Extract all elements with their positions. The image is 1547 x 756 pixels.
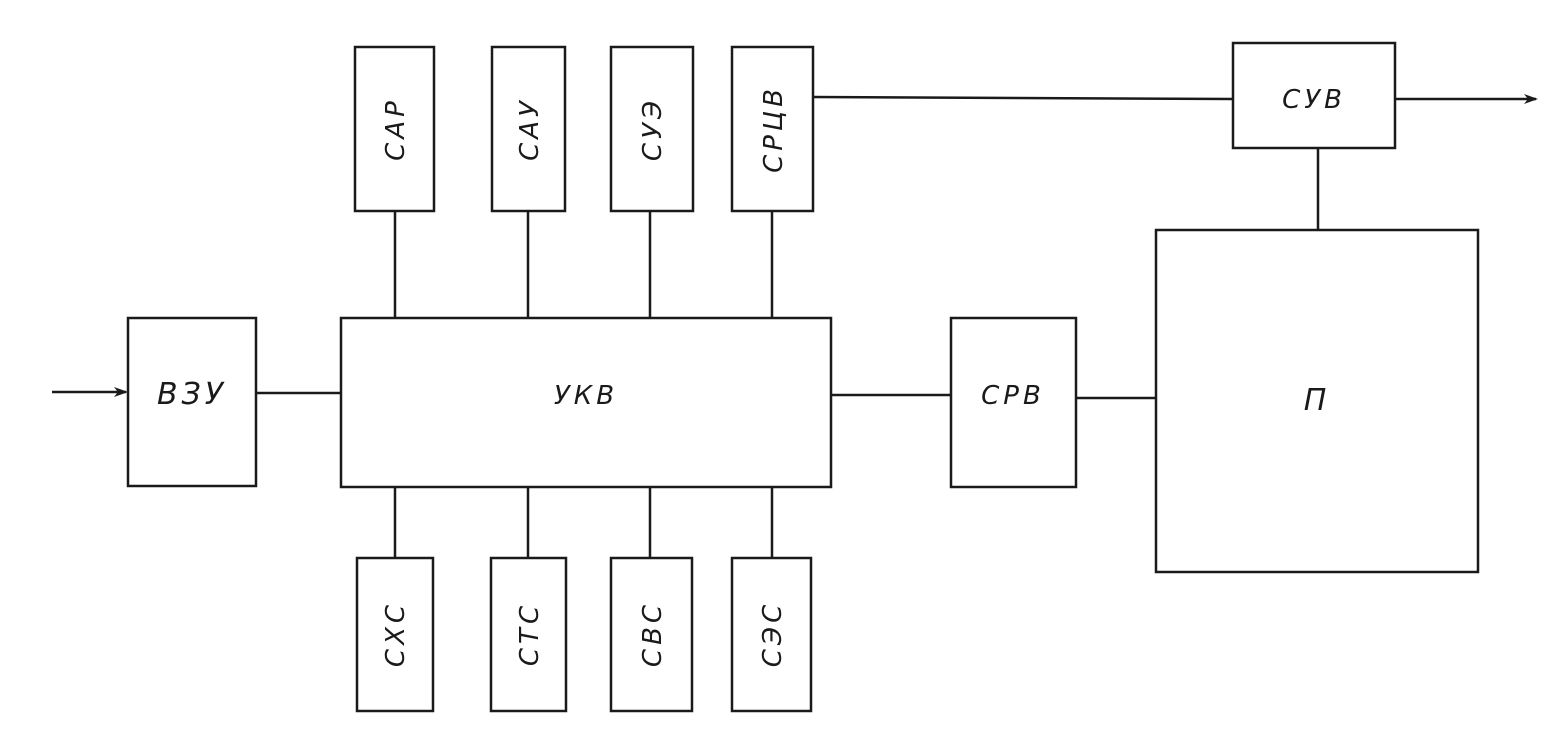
block-ukv: УКВ (339, 316, 833, 489)
block-suv-label: СУВ (1282, 85, 1346, 115)
block-p-label: П (1304, 383, 1331, 418)
block-srcv-label: СРЦВ (759, 85, 789, 173)
block-ses-label: СЭС (758, 601, 788, 667)
block-vzu-label: ВЗУ (157, 377, 227, 412)
connections (52, 94, 1538, 558)
block-sau: САУ (490, 45, 567, 213)
block-ukv-label: УКВ (554, 381, 618, 411)
block-sue: СУЭ (609, 45, 695, 213)
block-sar: САР (353, 45, 436, 213)
block-sxs-label: СХС (381, 601, 411, 667)
block-p: П (1154, 228, 1480, 574)
block-sts-label: СТС (515, 602, 545, 666)
block-sts: СТС (489, 556, 568, 713)
block-vzu: ВЗУ (126, 316, 258, 488)
block-ses: СЭС (730, 556, 813, 713)
block-suv: СУВ (1231, 41, 1397, 150)
block-sau-label: САУ (515, 97, 545, 161)
block-sue-label: СУЭ (638, 97, 668, 161)
block-svs-label: СВС (638, 601, 668, 667)
link-srcv-suv (812, 95, 1234, 101)
block-sxs: СХС (355, 556, 435, 713)
block-sar-label: САР (381, 97, 411, 161)
block-srv-label: СРВ (981, 381, 1045, 411)
block-svs: СВС (609, 556, 694, 713)
block-srcv: СРЦВ (730, 45, 815, 213)
block-srv: СРВ (949, 316, 1078, 489)
